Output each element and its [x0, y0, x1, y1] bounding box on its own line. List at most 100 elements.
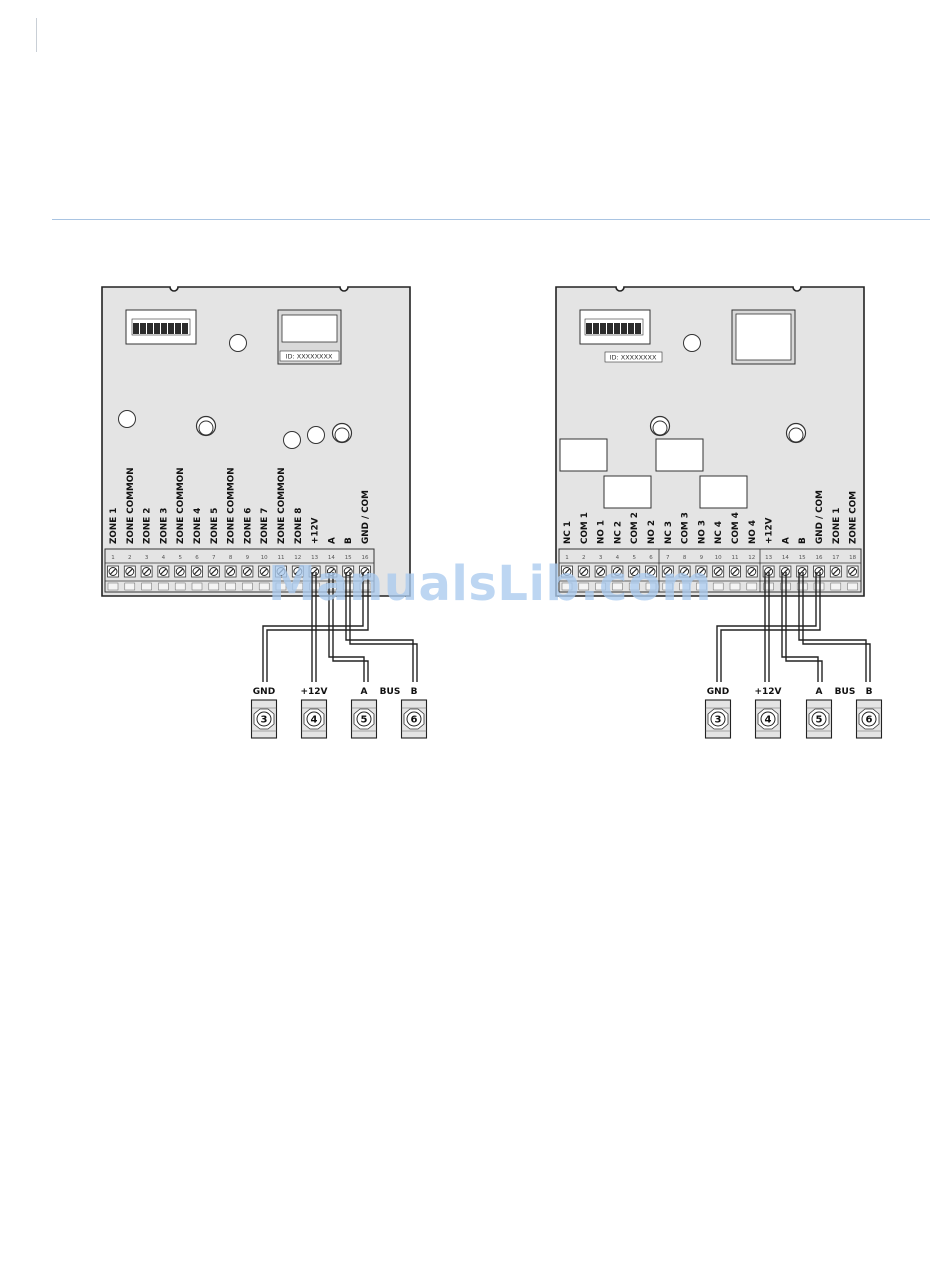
terminal-label: NO 4 — [748, 520, 758, 544]
terminal-screw-icon — [107, 565, 119, 578]
terminal-slot — [796, 582, 808, 591]
terminal-label: A — [327, 537, 337, 544]
terminal-screw-icon — [191, 565, 203, 578]
terminal-slot — [342, 582, 354, 591]
terminal-number: 5 — [178, 555, 182, 561]
terminal-screw-icon — [561, 565, 573, 578]
terminal-label: NC 1 — [563, 521, 573, 544]
terminal-screw-icon — [745, 565, 758, 578]
terminal-number: 9 — [700, 555, 704, 561]
bus-connector-label: +12V — [300, 687, 327, 697]
terminal-slot — [662, 582, 674, 591]
terminal-number: 14 — [328, 555, 335, 561]
terminal-block — [558, 548, 862, 593]
led-indicator — [283, 431, 301, 449]
bus-label: BUS — [835, 687, 856, 697]
terminal-number: 1 — [565, 555, 569, 561]
terminal-label: +12V — [765, 517, 775, 544]
page-margin-mark — [36, 18, 37, 52]
terminal-number: 12 — [748, 555, 755, 561]
terminal-slot — [612, 582, 623, 591]
terminal-number: 5 — [632, 555, 636, 561]
terminal-label: ZONE COMMON — [277, 467, 287, 544]
terminal-screw-icon — [611, 565, 624, 578]
terminal-number: 4 — [162, 555, 166, 561]
terminal-screw-icon — [275, 565, 287, 578]
terminal-number: 4 — [616, 555, 620, 561]
terminal-number: 11 — [278, 555, 285, 561]
terminal-slot — [309, 582, 320, 591]
terminal-screw-icon — [241, 565, 254, 578]
bus-connector-label: B — [866, 687, 873, 697]
terminal-label: NO 2 — [647, 520, 657, 544]
terminal-slot — [830, 582, 842, 591]
led-indicator — [683, 334, 701, 352]
terminal-number: 8 — [683, 555, 687, 561]
terminal-number: 2 — [582, 555, 586, 561]
terminal-number: 10 — [715, 555, 722, 561]
terminal-screw-icon — [207, 565, 220, 578]
terminal-slot — [191, 582, 203, 591]
terminal-label: B — [798, 537, 808, 544]
mounting-screw-icon — [331, 422, 353, 444]
terminal-slot — [124, 582, 136, 591]
terminal-slot — [561, 582, 573, 591]
bus-connector-label: A — [816, 687, 823, 697]
bus-connector-label: B — [411, 687, 418, 697]
terminal-label: NO 3 — [697, 520, 707, 544]
terminal-label: ZONE 4 — [193, 508, 203, 544]
terminal-number: 13 — [311, 555, 318, 561]
led-indicator — [118, 410, 136, 428]
bus-terminal-icon — [754, 699, 782, 739]
terminal-number: 12 — [294, 555, 301, 561]
bus-connector-number: 6 — [411, 715, 418, 726]
terminal-screw-icon — [123, 565, 136, 578]
bus-connector-label: A — [361, 687, 368, 697]
bus-connector-number: 5 — [361, 715, 368, 726]
terminal-slot — [578, 582, 590, 591]
bus-label: BUS — [380, 687, 401, 697]
terminal-label: ZONE COM — [849, 491, 859, 544]
wire-gnd — [720, 572, 821, 682]
terminal-number: 1 — [111, 555, 115, 561]
terminal-slot — [141, 582, 152, 591]
terminal-number: 14 — [782, 555, 789, 561]
terminal-screw-icon — [291, 565, 304, 578]
terminal-label: ZONE 7 — [260, 508, 270, 544]
mounting-screw-icon — [195, 415, 217, 437]
relay — [699, 475, 748, 509]
bus-connector-number: 3 — [715, 715, 722, 726]
terminal-slot — [628, 582, 640, 591]
terminal-slot — [679, 582, 690, 591]
terminal-slot — [746, 582, 758, 591]
terminal-screw-icon — [712, 565, 725, 578]
terminal-slot — [225, 582, 236, 591]
bus-connector-label: GND — [253, 687, 275, 697]
bus-terminal-icon — [805, 699, 833, 739]
terminal-label: +12V — [311, 517, 321, 544]
terminal-label: ZONE COMMON — [176, 467, 186, 544]
terminal-number: 9 — [246, 555, 250, 561]
terminal-number: 13 — [765, 555, 772, 561]
terminal-slot — [696, 582, 707, 591]
terminal-screw-icon — [258, 565, 271, 578]
terminal-label: ZONE 1 — [109, 508, 119, 544]
terminal-slot — [645, 582, 657, 591]
terminal-slot — [208, 582, 220, 591]
terminal-screw-icon — [729, 565, 741, 578]
terminal-slot — [158, 582, 169, 591]
terminal-number: 3 — [599, 555, 603, 561]
terminal-screw-icon — [157, 565, 170, 578]
wire-gnd — [266, 572, 369, 682]
terminal-screw-icon — [577, 565, 590, 578]
terminal-label: ZONE 2 — [143, 508, 153, 544]
terminal-screw-icon — [661, 565, 674, 578]
bus-terminal-icon — [704, 699, 732, 739]
bus-connector-number: 3 — [261, 715, 268, 726]
mounting-screw-icon — [785, 422, 807, 444]
relay — [603, 475, 652, 509]
